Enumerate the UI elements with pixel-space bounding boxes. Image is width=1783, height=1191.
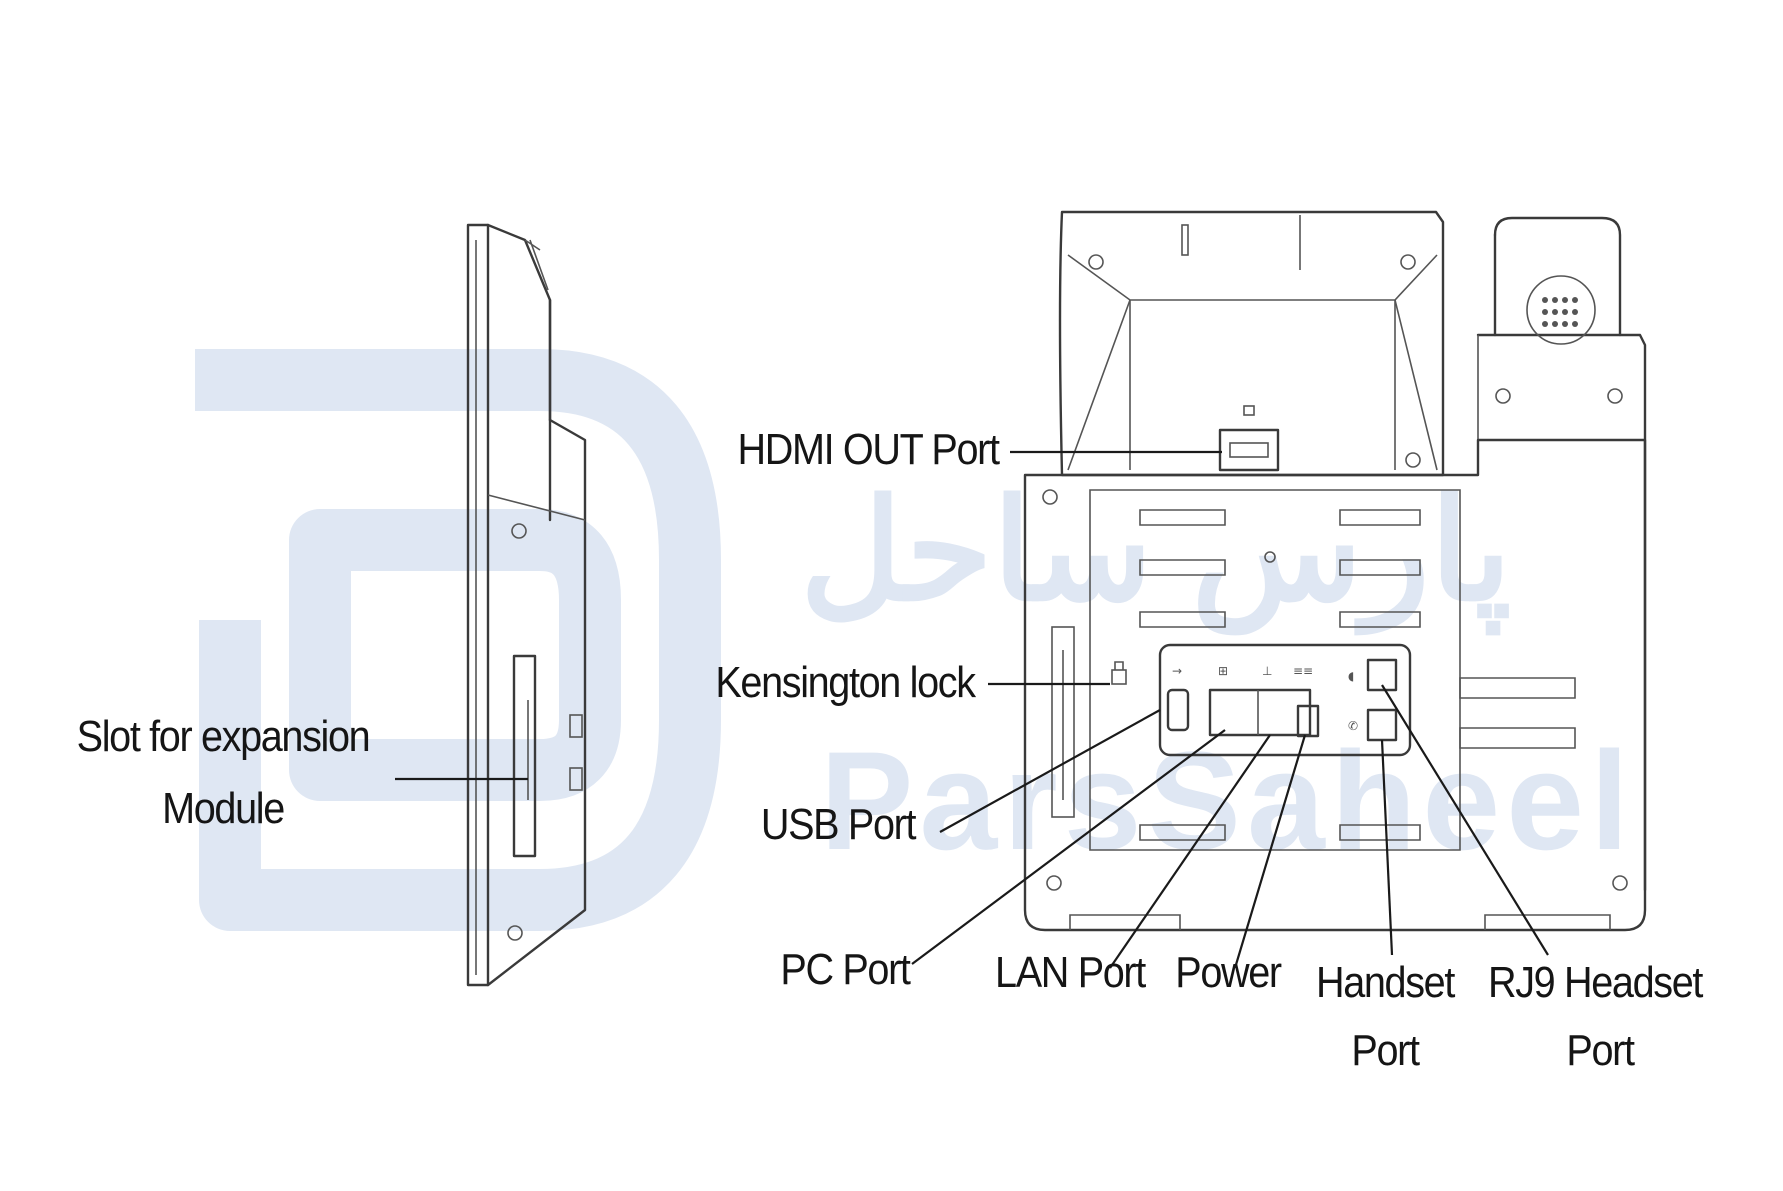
label-hdmi-out-port: HDMI OUT Port: [737, 425, 1000, 474]
label-rj9-headset-line1: RJ9 Headset: [1487, 958, 1703, 1007]
power-port-shape: [1296, 704, 1320, 738]
hdmi-port-shape: [1218, 428, 1280, 472]
leader-lines: [395, 450, 1549, 969]
headset-port-shape: [1366, 658, 1398, 692]
svg-text:◖: ◖: [1348, 669, 1354, 683]
label-handset-line2: Port: [1351, 1026, 1420, 1075]
label-power: Power: [1175, 948, 1282, 997]
usb-port-shape: [1166, 688, 1190, 732]
svg-text:⊥: ⊥: [1262, 664, 1272, 678]
svg-text:⊞: ⊞: [1218, 664, 1228, 678]
label-slot-expansion-line2: Module: [162, 784, 285, 833]
label-lan-port: LAN Port: [995, 948, 1146, 997]
label-slot-expansion-line1: Slot for expansion: [76, 712, 371, 761]
cable-slots: [1139, 509, 1576, 841]
label-kensington-lock: Kensington lock: [715, 658, 976, 707]
label-handset-line1: Handset: [1315, 958, 1455, 1007]
watermark-persian: پارس ساحل: [800, 472, 1512, 629]
svg-text:✆: ✆: [1348, 719, 1358, 733]
label-pc-port: PC Port: [780, 945, 911, 994]
expansion-slot: [512, 654, 537, 858]
phone-rear-view: → ⊞ ⊥ ≡≡ ◖ ✆: [1023, 210, 1647, 932]
svg-text:→: →: [1172, 664, 1182, 678]
phone-side-view: [466, 223, 587, 987]
handset-port-shape: [1366, 708, 1398, 742]
label-rj9-headset-line2: Port: [1566, 1026, 1635, 1075]
lan-pc-port-shape: [1208, 688, 1312, 737]
label-usb-port: USB Port: [760, 800, 917, 849]
svg-text:≡≡: ≡≡: [1293, 664, 1313, 678]
